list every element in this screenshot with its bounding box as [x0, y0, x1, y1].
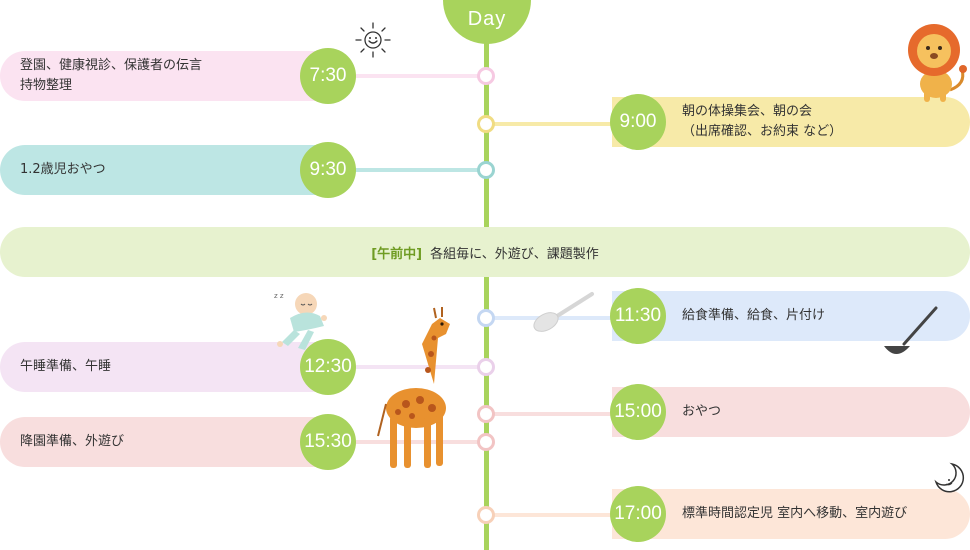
time-label: 9:00: [619, 111, 657, 132]
schedule-item-1500: おやつ: [612, 387, 970, 437]
baby-icon: z z: [274, 292, 327, 350]
schedule-item-0930: 1.2歳児おやつ: [0, 145, 330, 195]
schedule-item-1700: 標準時間認定児 室内へ移動、室内遊び: [612, 489, 970, 539]
time-label: 17:00: [614, 503, 662, 524]
am-text: 各組毎に、外遊び、課題製作: [430, 246, 599, 262]
time-circle-1500: 15:00: [610, 384, 666, 440]
moon-icon: [934, 462, 965, 493]
schedule-text: 給食準備、給食、片付け: [682, 308, 826, 323]
connector-1500: [488, 412, 628, 416]
schedule-item-1130: 給食準備、給食、片付け: [612, 291, 970, 341]
time-label: 15:00: [614, 401, 662, 422]
time-circle-1700: 17:00: [610, 486, 666, 542]
am-activity-band: [午前中] 各組毎に、外遊び、課題製作: [0, 227, 970, 277]
schedule-text: 朝の体操集会、朝の会 （出席確認、お約束 など）: [682, 104, 843, 139]
day-badge: Day: [443, 0, 531, 44]
svg-text:z z: z z: [274, 292, 284, 300]
ladle-icon: [884, 306, 938, 354]
schedule-item-1230: 午睡準備、午睡: [0, 342, 330, 392]
spoon-icon: [533, 292, 594, 332]
time-circle-0730: 7:30: [300, 48, 356, 104]
schedule-text: おやつ: [682, 404, 722, 419]
lion-icon: [908, 24, 967, 102]
schedule-item-0730: 登園、健康視診、保護者の伝言 持物整理: [0, 51, 330, 101]
connector-0900: [488, 122, 628, 126]
timeline-dot-0730: [477, 67, 495, 85]
time-label: 15:30: [304, 431, 352, 452]
time-circle-1530: 15:30: [300, 414, 356, 470]
time-circle-1130: 11:30: [610, 288, 666, 344]
timeline-dot-1500: [477, 405, 495, 423]
connector-1530: [355, 440, 485, 444]
schedule-text: 登園、健康視診、保護者の伝言 持物整理: [20, 58, 203, 93]
sun-icon: [355, 22, 391, 58]
am-tag: [午前中]: [371, 246, 423, 262]
time-label: 12:30: [304, 356, 352, 377]
timeline-dot-0900: [477, 115, 495, 133]
day-label: Day: [467, 8, 507, 30]
schedule-text: 降園準備、外遊び: [20, 434, 125, 449]
timeline-dot-1230: [477, 358, 495, 376]
time-label: 11:30: [614, 305, 662, 326]
connector-0730: [355, 74, 485, 78]
time-circle-0930: 9:30: [300, 142, 356, 198]
time-label: 7:30: [309, 65, 347, 86]
connector-0930: [355, 168, 485, 172]
timeline-dot-0930: [477, 161, 495, 179]
giraffe-icon: [377, 307, 450, 468]
schedule-text: 午睡準備、午睡: [20, 359, 112, 374]
connector-1230: [355, 365, 485, 369]
timeline-dot-1530: [477, 433, 495, 451]
timeline-dot-1130: [477, 309, 495, 327]
time-label: 9:30: [309, 159, 347, 180]
schedule-text: 標準時間認定児 室内へ移動、室内遊び: [682, 506, 908, 521]
schedule-item-1530: 降園準備、外遊び: [0, 417, 330, 467]
schedule-text: 1.2歳児おやつ: [20, 162, 106, 177]
time-circle-1230: 12:30: [300, 339, 356, 395]
timeline-dot-1700: [477, 506, 495, 524]
time-circle-0900: 9:00: [610, 94, 666, 150]
schedule-item-0900: 朝の体操集会、朝の会 （出席確認、お約束 など）: [612, 97, 970, 147]
connector-1700: [488, 513, 628, 517]
